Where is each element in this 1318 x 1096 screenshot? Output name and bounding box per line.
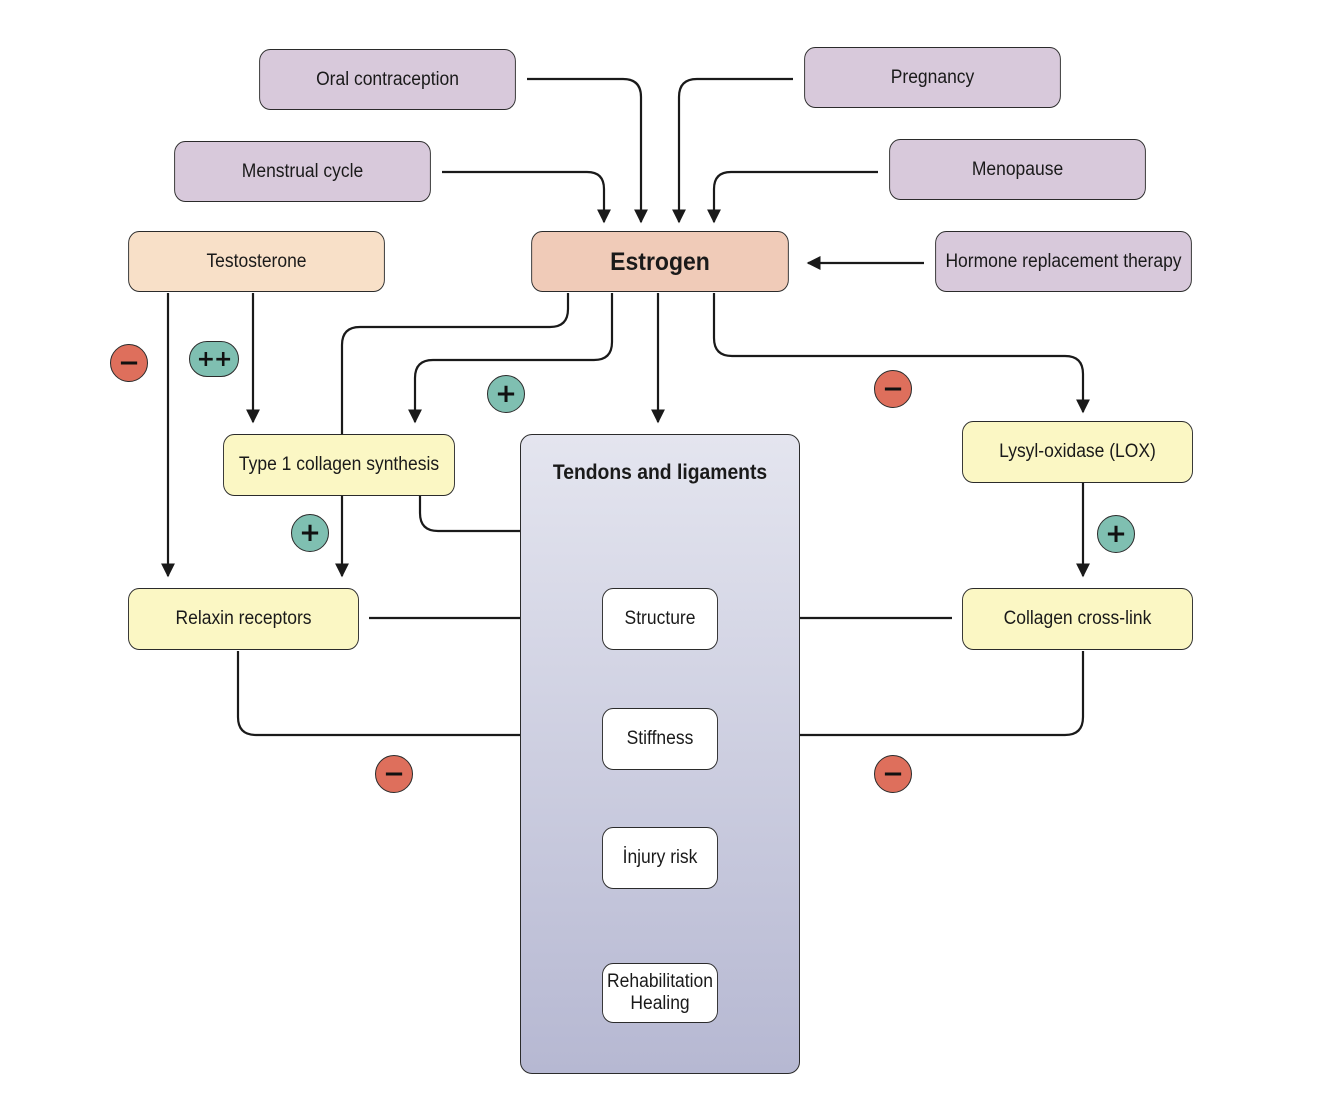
node-menstrual-cycle: Menstrual cycle (174, 141, 431, 202)
node-estrogen: Estrogen (531, 231, 789, 292)
arrow-estrogen-to-lox (712, 293, 1090, 414)
minus-sign-crosslink-stiffness: − (874, 755, 912, 793)
node-label: Menopause (971, 158, 1064, 180)
node-pregnancy: Pregnancy (804, 47, 1061, 108)
plus-sign-lox-crosslink: + (1097, 515, 1135, 553)
node-label: Stiffness (626, 728, 694, 749)
node-oral-contraception: Oral contraception (259, 49, 516, 110)
arrow-relaxin-to-stiffness (236, 651, 591, 742)
node-lysyl-oxidase: Lysyl-oxidase (LOX) (962, 421, 1193, 483)
node-rehabilitation-healing: Rehabilitation Healing (602, 963, 718, 1023)
node-label: Type 1 collagen synthesis (238, 454, 440, 475)
node-label: Estrogen (610, 247, 710, 276)
arrow-pregnancy-to-estrogen (672, 77, 793, 224)
node-menopause: Menopause (889, 139, 1146, 200)
node-label: Structure (624, 608, 696, 629)
node-label: Collagen cross-link (1003, 608, 1152, 629)
node-label: Lysyl-oxidase (LOX) (999, 441, 1156, 462)
node-collagen-cross-link: Collagen cross-link (962, 588, 1193, 650)
node-label: Testosterone (206, 250, 307, 272)
double-plus-sign-testosterone-collagen: ++ (189, 341, 239, 377)
arrow-oral-to-estrogen (527, 77, 648, 224)
node-type1-collagen-synthesis: Type 1 collagen synthesis (223, 434, 455, 496)
panel-title: Tendons and ligaments (552, 461, 768, 484)
arrow-estrogen-to-collagen (408, 293, 614, 424)
node-injury-risk: İnjury risk (602, 827, 718, 889)
node-structure: Structure (602, 588, 718, 650)
plus-sign-estrogen-collagen: + (487, 375, 525, 413)
node-label: Menstrual cycle (241, 160, 364, 182)
minus-sign-relaxin-stiffness: − (375, 755, 413, 793)
node-hormone-replacement-therapy: Hormone replacement therapy (935, 231, 1192, 292)
node-relaxin-receptors: Relaxin receptors (128, 588, 359, 650)
node-label: Pregnancy (890, 66, 975, 88)
node-label: Relaxin receptors (175, 608, 312, 629)
arrow-menstrual-to-estrogen (442, 170, 611, 224)
plus-sign-collagen-relaxin: + (291, 514, 329, 552)
node-label: İnjury risk (622, 847, 698, 868)
node-stiffness: Stiffness (602, 708, 718, 770)
minus-sign-estrogen-lox: − (874, 370, 912, 408)
arrow-crosslink-to-stiffness (732, 651, 1085, 742)
node-label: Oral contraception (316, 68, 459, 90)
arrow-estrogen-to-relaxin (335, 293, 570, 578)
minus-sign-testosterone-relaxin: − (110, 344, 148, 382)
arrow-menopause-to-estrogen (707, 170, 878, 224)
node-label: Hormone replacement therapy (945, 250, 1182, 272)
node-label-line2: Healing (630, 993, 690, 1014)
node-testosterone: Testosterone (128, 231, 385, 292)
node-label-line1: Rehabilitation (607, 971, 713, 992)
